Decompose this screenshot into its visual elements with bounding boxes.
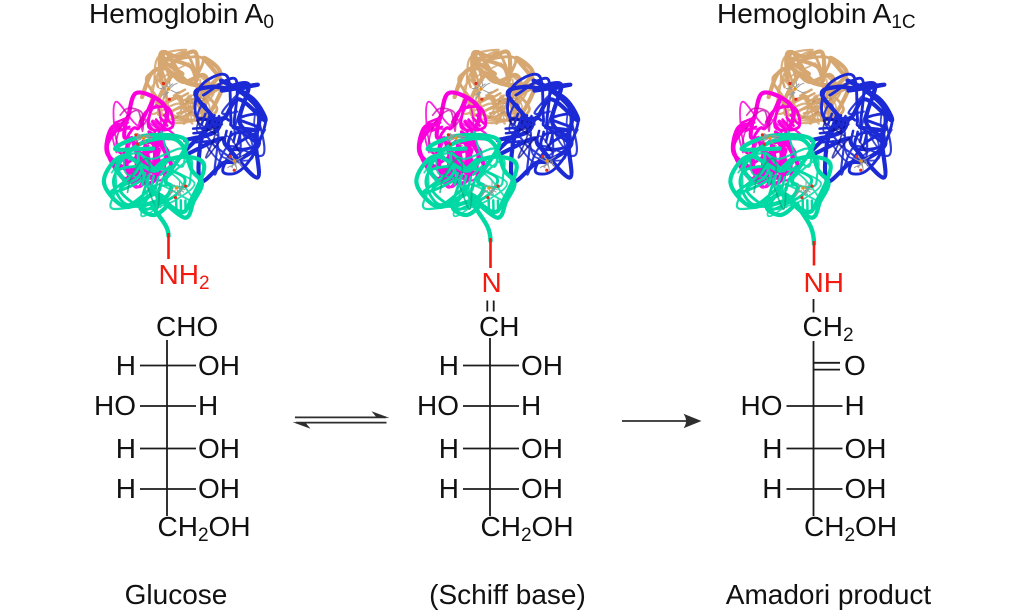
- fischer-row0-left-1: H: [438, 349, 459, 381]
- fischer-top-group-1: CH: [479, 311, 520, 342]
- fischer-bottom-group-2: CH2OH: [804, 510, 898, 546]
- forward-arrow-head: [683, 413, 702, 429]
- fischer-top-group-0: CHO: [156, 311, 219, 342]
- fischer-row2-right-1: OH: [521, 432, 563, 464]
- panel-title-hemoglobin-a0: Hemoglobin A0: [89, 0, 274, 33]
- molecule-name-glucose: Glucose: [124, 578, 228, 610]
- molecule-name-amadori-product: Amadori product: [725, 578, 932, 610]
- fischer-row1-right-2: OH: [844, 432, 887, 464]
- fischer-row1-right-0: H: [198, 390, 219, 421]
- fischer-row1-right-1: H: [521, 390, 542, 421]
- fischer-row3-left-1: H: [438, 473, 459, 504]
- hemoglobin-ribbon-a1c: [730, 50, 892, 218]
- fischer-row2-left-2: H: [762, 473, 783, 504]
- hemoglobin-ribbon-schiff: [416, 50, 578, 218]
- protein-chain-tail-1: [471, 201, 493, 244]
- fischer-bottom-group-1: CH2OH: [480, 510, 574, 546]
- amine-label-nh2: NH2: [158, 259, 210, 295]
- fischer-row2-left-0: H: [115, 432, 136, 464]
- fischer-row0-right-0: OH: [198, 349, 240, 381]
- amine-label-n: N: [481, 267, 502, 298]
- fischer-row0-right-1: OH: [521, 349, 563, 381]
- fischer-bottom-group-0: CH2OH: [157, 510, 251, 546]
- fischer-row1-left-1: HO: [417, 390, 459, 421]
- equilibrium-arrow-forward-head: [371, 411, 390, 418]
- amine-label-nh: NH: [803, 267, 844, 298]
- fischer-row0-right-2: H: [844, 390, 865, 421]
- equilibrium-arrow-reverse-head: [292, 422, 311, 429]
- fischer-row0-left-2: HO: [740, 390, 783, 421]
- fischer-row3-right-1: OH: [521, 473, 563, 504]
- fischer-row2-left-1: H: [438, 432, 459, 464]
- fischer-row1-left-0: HO: [94, 390, 136, 421]
- fischer-row3-right-0: OH: [198, 473, 240, 504]
- fischer-row2-right-2: OH: [844, 473, 887, 504]
- fischer-row0-left-0: H: [115, 349, 136, 381]
- protein-chain-tail-2: [794, 201, 817, 247]
- hemoglobin-ribbon-a0: [104, 50, 266, 218]
- panel-title-hemoglobin-a1c: Hemoglobin A1C: [717, 0, 916, 33]
- fischer-row2-right-0: OH: [198, 432, 240, 464]
- carbonyl-oxygen: O: [844, 350, 866, 382]
- fischer-row3-left-0: H: [115, 473, 136, 504]
- fischer-top-group-2: CH2: [802, 311, 854, 347]
- fischer-row1-left-2: H: [762, 432, 783, 464]
- molecule-name-schiff-base: (Schiff base): [429, 578, 586, 610]
